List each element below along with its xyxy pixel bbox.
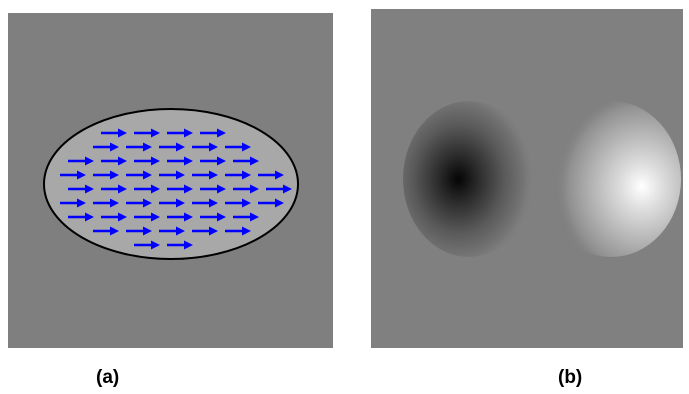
bright-lobe [541, 101, 681, 257]
panel-b-canvas [371, 9, 683, 348]
panel-a-canvas [8, 13, 333, 348]
dark-lobe [403, 101, 535, 257]
ellipse-region [44, 109, 298, 259]
panel-a-magnetization-diagram [8, 13, 333, 348]
panel-b-label: (b) [558, 368, 582, 387]
panel-b-field-map [371, 9, 683, 348]
panel-a-label: (a) [96, 368, 119, 387]
